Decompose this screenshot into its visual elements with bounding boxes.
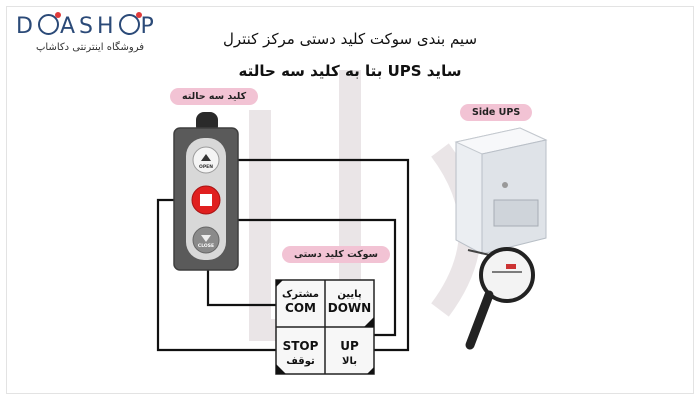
socket-cell-com: مشترک COM [276, 282, 325, 329]
close-label: CLOSE [197, 244, 215, 249]
title-line-2: ساید UPS بتا به کلید سه حالته [238, 62, 462, 80]
switch-tag: کلید سه حالته [170, 88, 259, 105]
cell-en: COM [285, 301, 316, 315]
socket-cell-stop: STOP توقف [276, 329, 325, 376]
close-arrow-icon [201, 235, 211, 242]
cell-fa: پایین [337, 289, 362, 300]
wire-up [238, 158, 410, 352]
ups-unit [454, 127, 548, 263]
wire-com [206, 265, 276, 307]
socket-tag: سوکت کلید دستی [282, 246, 390, 263]
ups-tag: Side UPS [460, 104, 533, 121]
open-label: OPEN [199, 165, 213, 170]
cell-fa: بالا [342, 356, 357, 367]
cell-en: STOP [282, 339, 319, 353]
cell-en: DOWN [327, 301, 372, 315]
socket-cell-down: پایین DOWN [325, 282, 374, 329]
cell-fa: مشترک [282, 289, 319, 300]
cell-en: UP [340, 339, 359, 353]
brand-tagline: فروشگاه اینترنتی دکاشاپ [36, 42, 145, 53]
remote-pendant [173, 112, 239, 271]
outer-frame [6, 6, 694, 394]
magnifier-icon [465, 247, 535, 350]
wire-stop [156, 198, 276, 352]
open-arrow-icon [201, 154, 211, 161]
cell-fa: توقف [286, 356, 315, 367]
socket-block [275, 279, 375, 375]
socket-cell-up: UP بالا [325, 329, 374, 376]
title-line-1: سیم بندی سوکت کلید دستی مرکز کنترل [222, 30, 478, 48]
stop-square-icon [200, 194, 212, 206]
